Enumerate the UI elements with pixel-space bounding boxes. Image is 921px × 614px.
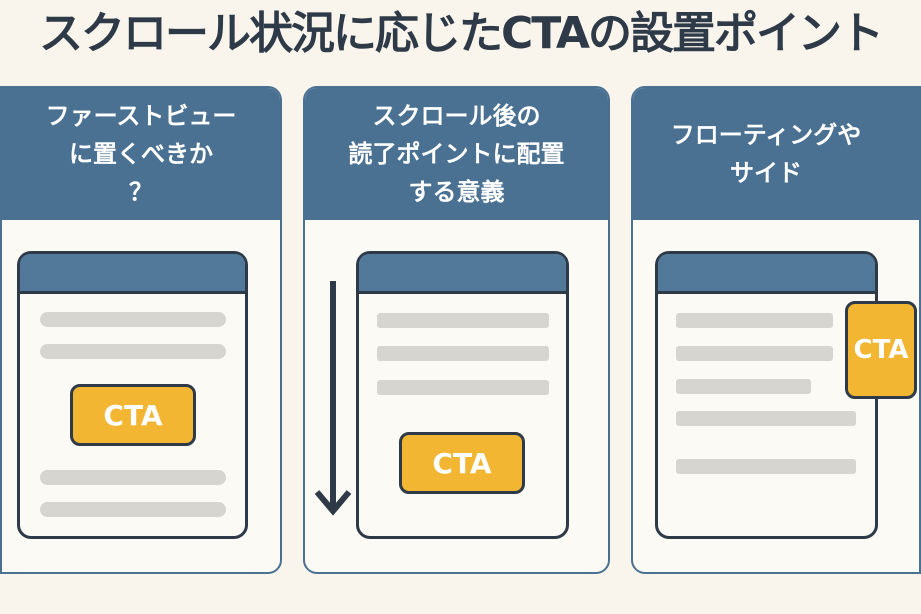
cta-button[interactable]: CTA: [399, 432, 525, 494]
page-title: スクロール状況に応じたCTAの設置ポイント: [39, 8, 884, 59]
heading-line: スクロール後の: [372, 102, 541, 130]
panel-heading: スクロール後の 読了ポイントに配置 する意義: [305, 88, 608, 220]
text-line: [40, 344, 226, 359]
text-line: [377, 380, 549, 395]
panel-first-view: ファーストビュー に置くべきか ？ CTA: [0, 86, 282, 574]
panel-heading: ファーストビュー に置くべきか ？: [2, 88, 280, 220]
browser-header-bar: [359, 254, 566, 294]
heading-line: 読了ポイントに配置: [348, 140, 565, 168]
panel-after-scroll: スクロール後の 読了ポイントに配置 する意義 CTA: [303, 86, 610, 574]
text-line: [377, 313, 549, 328]
text-line: [676, 379, 811, 394]
text-line: [40, 312, 226, 327]
text-line: [676, 346, 833, 361]
text-line: [40, 502, 226, 517]
text-line: [676, 313, 833, 328]
text-line: [676, 459, 856, 474]
heading-line: サイド: [730, 159, 802, 187]
scroll-down-arrow-icon: [314, 281, 352, 516]
heading-line: ファーストビュー: [45, 102, 237, 130]
floating-cta-button[interactable]: CTA: [845, 301, 917, 399]
text-line: [40, 470, 226, 485]
heading-line: ？: [129, 178, 153, 206]
browser-window-mockup: CTA: [17, 251, 248, 539]
browser-header-bar: [658, 254, 875, 294]
heading-line: に置くべきか: [69, 140, 213, 168]
browser-window-mockup: [655, 251, 878, 539]
text-line: [377, 346, 549, 361]
browser-header-bar: [20, 254, 245, 294]
cta-button[interactable]: CTA: [70, 384, 196, 446]
heading-line: する意義: [408, 178, 505, 206]
panel-heading: フローティングや サイド: [633, 88, 919, 220]
panel-floating-side: フローティングや サイド CTA: [631, 86, 921, 574]
browser-window-mockup: CTA: [356, 251, 569, 539]
heading-line: フローティングや: [670, 121, 862, 149]
text-line: [676, 411, 856, 426]
